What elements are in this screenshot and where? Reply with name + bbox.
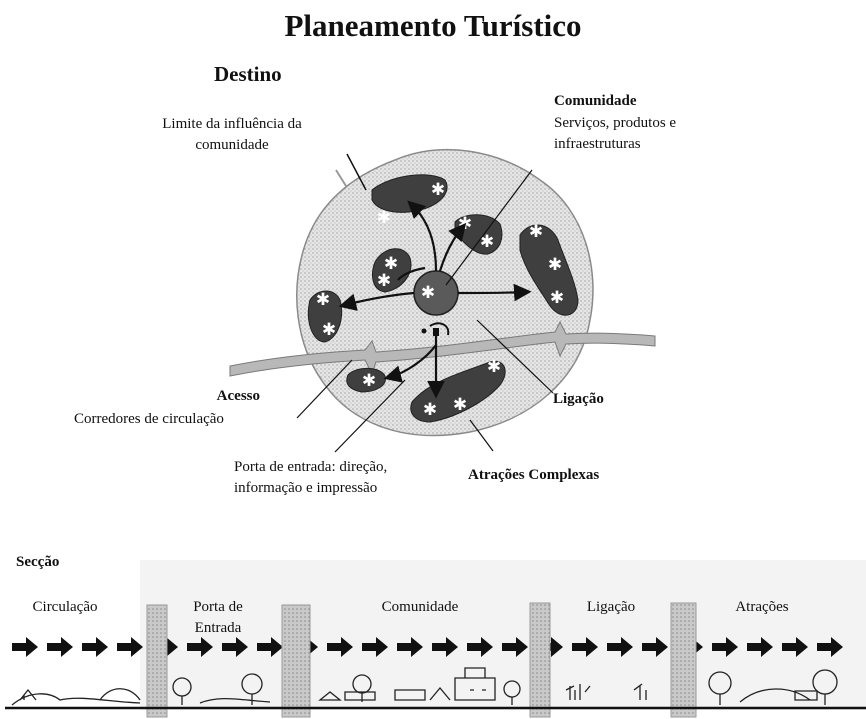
circulation-arrow: [187, 637, 213, 657]
attraction-right: [519, 224, 579, 316]
community-description: Serviços, produtos e infraestruturas: [554, 115, 677, 152]
circulation-arrow: [572, 637, 598, 657]
attraction-markers: ✱ ✱ ✱ ✱ ✱ ✱ ✱ ✱ ✱ ✱ ✱ ✱ ✱ ✱ ✱ ✱: [316, 180, 564, 420]
circulation-arrow: [397, 637, 423, 657]
zone-label-linkage: Ligação: [586, 599, 636, 615]
svg-text:✱: ✱: [487, 357, 501, 377]
circulation-arrow: [117, 637, 143, 657]
circulation-arrow: [502, 637, 528, 657]
svg-text:✱: ✱: [550, 288, 564, 308]
circulation-arrow: [47, 637, 73, 657]
svg-text:✱: ✱: [453, 395, 467, 415]
circulation-arrow: [257, 637, 283, 657]
circulation-arrow: [817, 637, 843, 657]
community-limit-label: Limite da influência da comunidade: [162, 116, 302, 153]
svg-text:✱: ✱: [316, 290, 330, 310]
svg-text:✱: ✱: [377, 271, 391, 291]
destination-heading: Destino: [214, 62, 282, 86]
circulation-arrow: [467, 637, 493, 657]
divider-linkage-attractions: [670, 602, 697, 718]
svg-text:✱: ✱: [362, 371, 376, 391]
zone-label-community: Comunidade: [381, 599, 459, 615]
circulation-arrow: [432, 637, 458, 657]
community-limit-edge: [335, 169, 347, 187]
community-limit-line: [346, 153, 367, 191]
access-title: Acesso: [216, 388, 260, 404]
svg-text:✱: ✱: [384, 254, 398, 274]
gateway-symbol: [421, 322, 450, 336]
circulation-arrow: [362, 637, 388, 657]
svg-text:✱: ✱: [377, 208, 391, 228]
circulation-arrows: [12, 637, 843, 657]
svg-text:✱: ✱: [322, 320, 336, 340]
svg-text:✱: ✱: [421, 283, 435, 303]
circulation-arrow: [327, 637, 353, 657]
attraction-top: [371, 174, 448, 213]
section-backdrop: [140, 560, 866, 710]
zone-label-attractions: Atrações: [735, 599, 789, 615]
circulation-arrow: [642, 637, 668, 657]
linkage-label: Ligação: [553, 391, 604, 407]
svg-text:✱: ✱: [431, 180, 445, 200]
circulation-arrow: [12, 637, 38, 657]
circulation-arrow: [607, 637, 633, 657]
circulation-arrow: [747, 637, 773, 657]
attraction-bottom: [410, 360, 506, 423]
divider-community-linkage: [529, 602, 551, 718]
attraction-left-mid: [372, 248, 412, 293]
zone-label-circulation: Circulação: [32, 599, 98, 615]
zone-label-gateway: Porta de Entrada: [193, 599, 243, 636]
svg-text:✱: ✱: [548, 255, 562, 275]
attraction-clusters: [307, 174, 579, 423]
circulation-arrow: [82, 637, 108, 657]
circulation-arrow: [782, 637, 808, 657]
section-heading: Secção: [16, 554, 60, 570]
landscape-sketch: [11, 667, 838, 706]
attraction-left: [307, 290, 343, 343]
community-title: Comunidade: [554, 93, 637, 109]
attraction-bottom-left: [346, 367, 386, 393]
svg-text:✱: ✱: [529, 222, 543, 242]
divider-gateway-community: [281, 604, 311, 718]
page-title: Planeamento Turístico: [284, 8, 582, 43]
svg-text:✱: ✱: [480, 232, 494, 252]
circulation-arrow: [222, 637, 248, 657]
access-description: Corredores de circulação: [74, 411, 224, 427]
leader-lines: [296, 169, 554, 453]
linkage-arrows: [338, 200, 532, 399]
complex-attractions-label: Atrações Complexas: [468, 467, 600, 483]
attraction-upper-mid: [454, 214, 503, 255]
divider-circulation-gateway: [146, 604, 168, 718]
gateway-label: Porta de entrada: direção, informação e …: [234, 459, 388, 496]
svg-text:✱: ✱: [423, 400, 437, 420]
circulation-arrow: [712, 637, 738, 657]
